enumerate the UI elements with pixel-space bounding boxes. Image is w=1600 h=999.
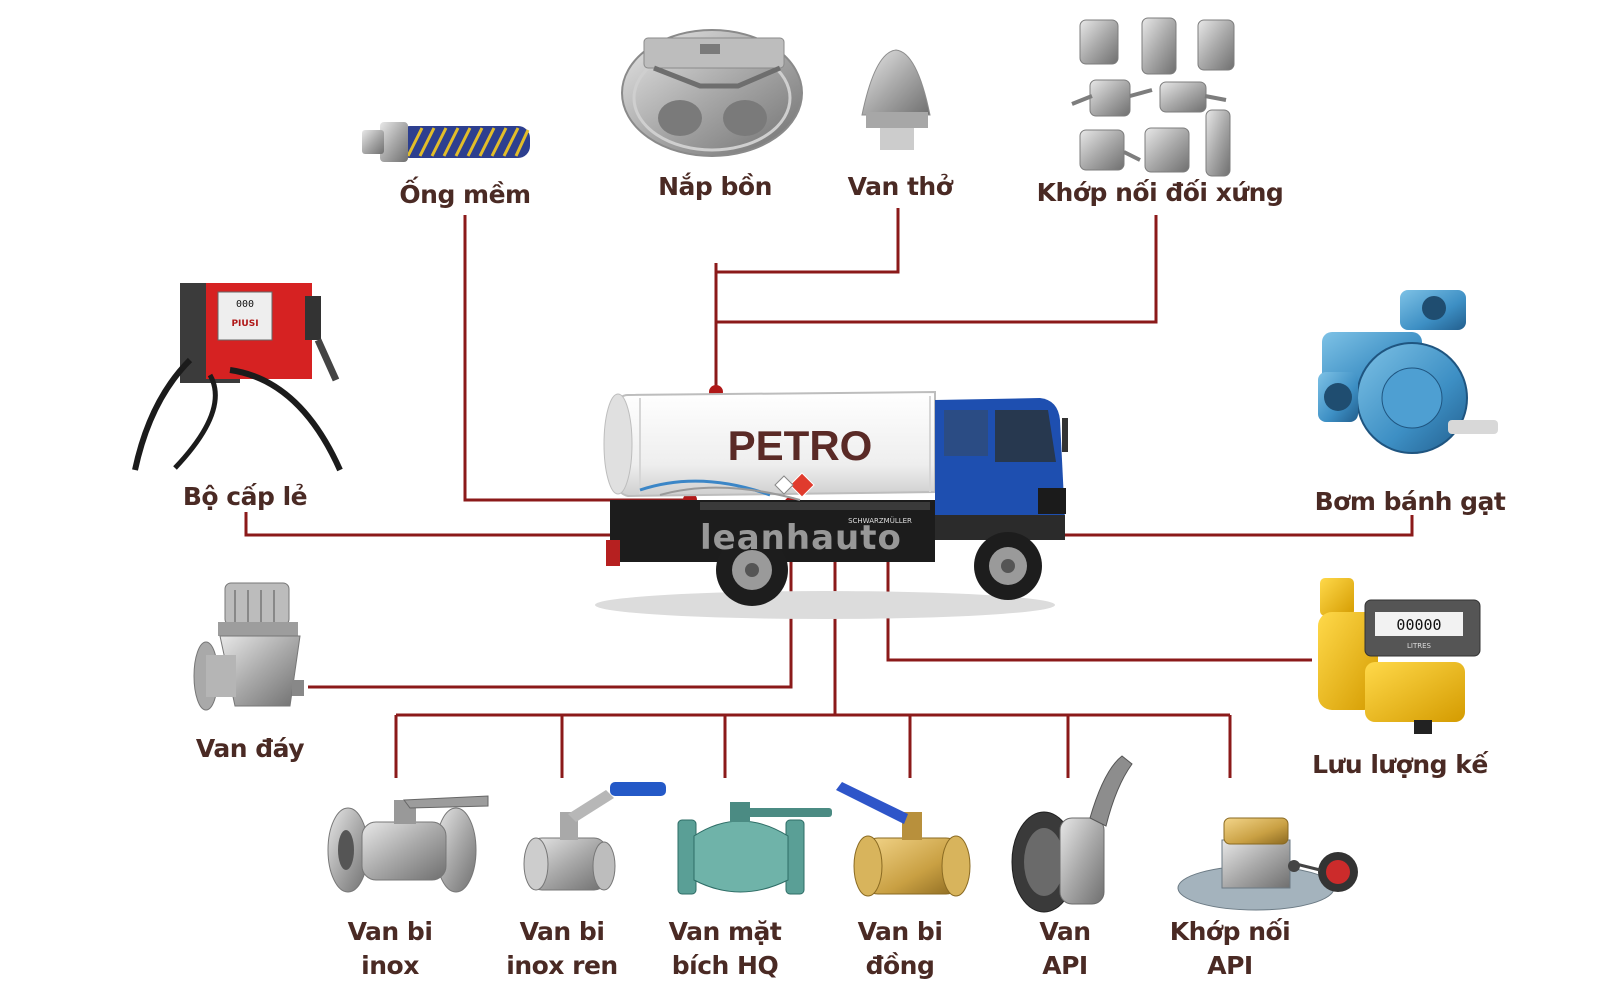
dispenser-counter: 000 <box>236 299 254 310</box>
label-ong-mem: Ống mềm <box>399 180 531 209</box>
flow-meter-image: 00000 LITRES <box>1318 578 1481 734</box>
brass-ball-valve-image <box>836 782 971 897</box>
line-bom-banh-gat <box>918 515 1414 537</box>
api-coupler-image <box>1177 817 1358 911</box>
camlock-fittings-image <box>1071 17 1235 177</box>
connector-lines <box>244 208 1414 778</box>
label-van-tho: Van thở <box>847 172 953 201</box>
line-luu-luong-ke <box>886 537 1312 662</box>
line-van-day <box>308 530 793 689</box>
api-valve-image <box>1011 755 1133 913</box>
tank-logo: PETRO <box>728 422 873 469</box>
line-khop-noi-doi-xung <box>716 215 1158 324</box>
flanged-ball-valve-image <box>327 795 489 893</box>
label-van-mat-bich-hq: Van mặt bích HQ <box>650 915 800 983</box>
label-khop-noi-api: Khớp nối API <box>1150 915 1310 983</box>
label-line-2: đồng <box>865 951 935 980</box>
label-van-api: Van API <box>1005 915 1125 983</box>
label-line-2: API <box>1042 951 1088 980</box>
flowmeter-counter: 00000 <box>1396 616 1441 634</box>
label-line-1: Van bi <box>347 917 433 946</box>
label-van-bi-dong: Van bi đồng <box>830 915 970 983</box>
label-bo-cap-le: Bộ cấp lẻ <box>182 482 308 511</box>
tanker-truck: PETRO SCHWARZMÜLLER <box>595 390 1068 619</box>
hose-image <box>362 122 530 162</box>
line-van-tho <box>716 208 900 274</box>
label-khop-noi-doi-xung: Khớp nối đối xứng <box>1036 178 1284 207</box>
threaded-ball-valve-image <box>523 782 666 891</box>
dispenser-brand: PIUSI <box>231 319 258 329</box>
label-line-2: API <box>1207 951 1253 980</box>
manhole-cover-image <box>621 29 803 157</box>
label-van-day: Van đáy <box>195 734 305 763</box>
wheels <box>716 532 1042 606</box>
vane-pump-image <box>1318 290 1498 454</box>
label-line-2: bích HQ <box>671 951 779 980</box>
dispenser-image: 000 PIUSI <box>132 283 343 472</box>
label-line-1: Khớp nối <box>1169 917 1291 946</box>
label-van-bi-inox: Van bi inox <box>320 915 460 983</box>
label-line-1: Van <box>1039 917 1091 946</box>
label-line-2: inox <box>361 951 419 980</box>
vent-valve-image <box>861 49 931 150</box>
label-line-1: Van bi <box>857 917 943 946</box>
label-luu-luong-ke: Lưu lượng kế <box>1312 750 1488 779</box>
watermark: leanhauto <box>700 518 902 558</box>
flanged-valve-hq-image <box>677 802 832 895</box>
line-bo-cap-le <box>244 512 648 537</box>
bottom-valve-image <box>193 582 304 711</box>
flowmeter-unit: LITRES <box>1407 642 1432 650</box>
trailer-brand: SCHWARZMÜLLER <box>848 516 912 525</box>
label-line-1: Van bi <box>519 917 605 946</box>
label-van-bi-inox-ren: Van bi inox ren <box>487 915 637 983</box>
label-bom-banh-gat: Bơm bánh gạt <box>1314 487 1506 516</box>
hazard-diamond <box>789 472 815 498</box>
label-nap-bon: Nắp bồn <box>658 172 772 201</box>
label-line-2: inox ren <box>506 951 618 980</box>
label-line-1: Van mặt <box>668 917 782 946</box>
